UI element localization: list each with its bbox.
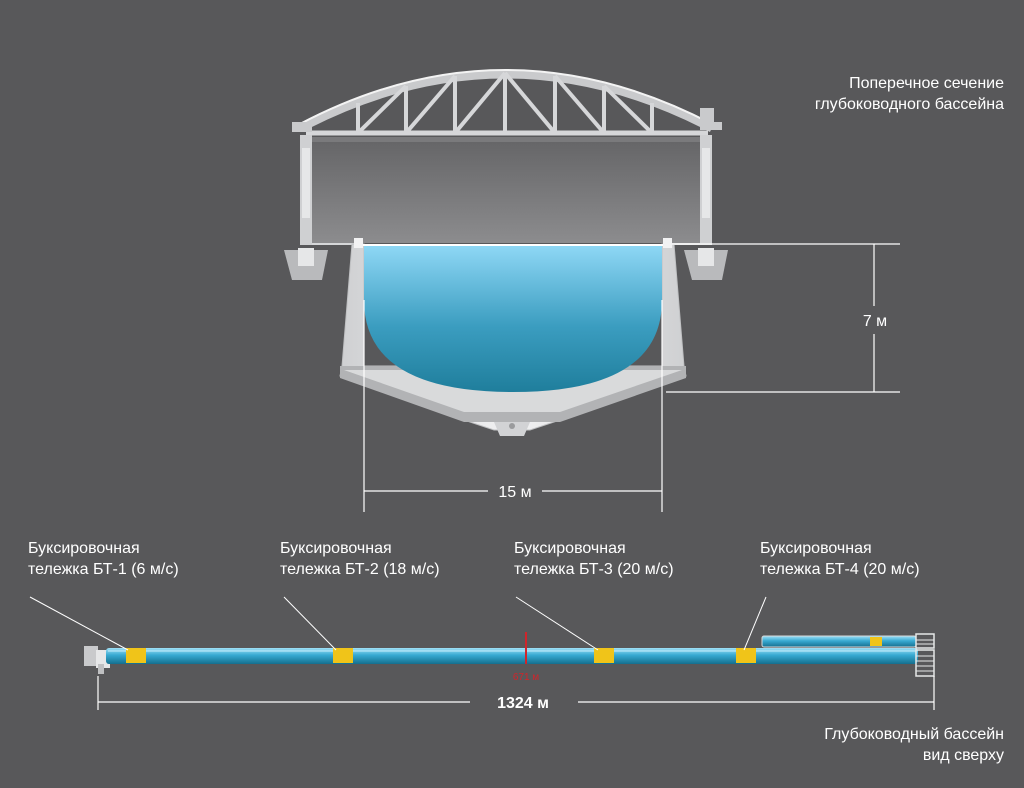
cart-label-bt-1: Буксировочная тележка БТ-1 (6 м/с) — [28, 538, 179, 580]
depth-dimension — [666, 243, 900, 393]
left-column-face — [302, 148, 310, 218]
top-view-title-line1: Глубоководный бассейн — [824, 726, 1004, 743]
width-label: 15 м — [498, 484, 531, 501]
top-view-title-line2: вид сверху — [922, 747, 1004, 764]
building-cross-section — [284, 69, 728, 280]
left-footing — [298, 248, 314, 266]
cart-bt-3 — [594, 648, 614, 663]
cart-label-bt-2-line1: Буксировочная — [280, 540, 392, 557]
cart-label-bt-3-line2: тележка БТ-3 (20 м/с) — [514, 561, 674, 578]
cart-label-bt-1-line1: Буксировочная — [28, 540, 140, 557]
roof-left-end — [292, 122, 312, 132]
hall-ceiling — [312, 137, 700, 142]
top-view-title: Глубоководный бассейн вид сверху — [824, 724, 1004, 766]
cart-label-bt-1-line2: тележка БТ-1 (6 м/с) — [28, 561, 179, 578]
cross-section-title-line1: Поперечное сечение — [849, 75, 1004, 92]
length-label: 1324 м — [497, 695, 549, 712]
leader-bt-3 — [515, 596, 599, 651]
branch-basin-tube — [761, 635, 917, 648]
basin-water — [364, 246, 662, 392]
leader-bt-2 — [283, 596, 337, 651]
cart-label-bt-4-line2: тележка БТ-4 (20 м/с) — [760, 561, 920, 578]
roof-arch-highlight — [299, 69, 713, 125]
cross-section-title-line2: глубоководного бассейна — [814, 96, 1004, 113]
right-column-face — [702, 148, 710, 218]
right-lip — [663, 238, 672, 248]
cart-label-bt-4: Буксировочная тележка БТ-4 (20 м/с) — [760, 538, 920, 580]
basin-cross-section — [339, 238, 687, 436]
cross-section-title: Поперечное сечение глубоководного бассей… — [815, 73, 1004, 115]
cart-label-bt-2-line2: тележка БТ-2 (18 м/с) — [280, 561, 440, 578]
cart-label-bt-4-line1: Буксировочная — [760, 540, 872, 557]
main-basin-tube — [106, 648, 918, 664]
drain-hole — [509, 423, 515, 429]
cart-label-bt-3-line1: Буксировочная — [514, 540, 626, 557]
branch-end-gate — [915, 633, 935, 649]
cart-label-bt-2: Буксировочная тележка БТ-2 (18 м/с) — [280, 538, 440, 580]
depth-label: 7 м — [863, 313, 887, 330]
truss-web — [356, 71, 654, 135]
top-view-left-step — [98, 664, 104, 674]
leader-bt-1 — [29, 596, 129, 651]
left-lip — [354, 238, 363, 248]
top-view-left-end — [84, 646, 98, 666]
towing-carts — [126, 637, 882, 663]
length-dimension — [97, 676, 935, 710]
leader-bt-4 — [743, 596, 767, 651]
right-footing — [698, 248, 714, 266]
roof-right-cap — [710, 122, 722, 130]
cart-bt-1 — [126, 648, 146, 663]
cart-branch — [870, 637, 882, 646]
cart-bt-2 — [333, 648, 353, 663]
width-dimension — [363, 300, 663, 512]
hall-interior — [312, 137, 700, 243]
cart-bt-4 — [736, 648, 756, 663]
main-end-gate — [915, 649, 935, 677]
midpoint-label: 671 м — [513, 672, 539, 683]
cart-leader-lines — [29, 596, 767, 651]
basin-top-view — [84, 633, 935, 677]
cart-label-bt-3: Буксировочная тележка БТ-3 (20 м/с) — [514, 538, 674, 580]
